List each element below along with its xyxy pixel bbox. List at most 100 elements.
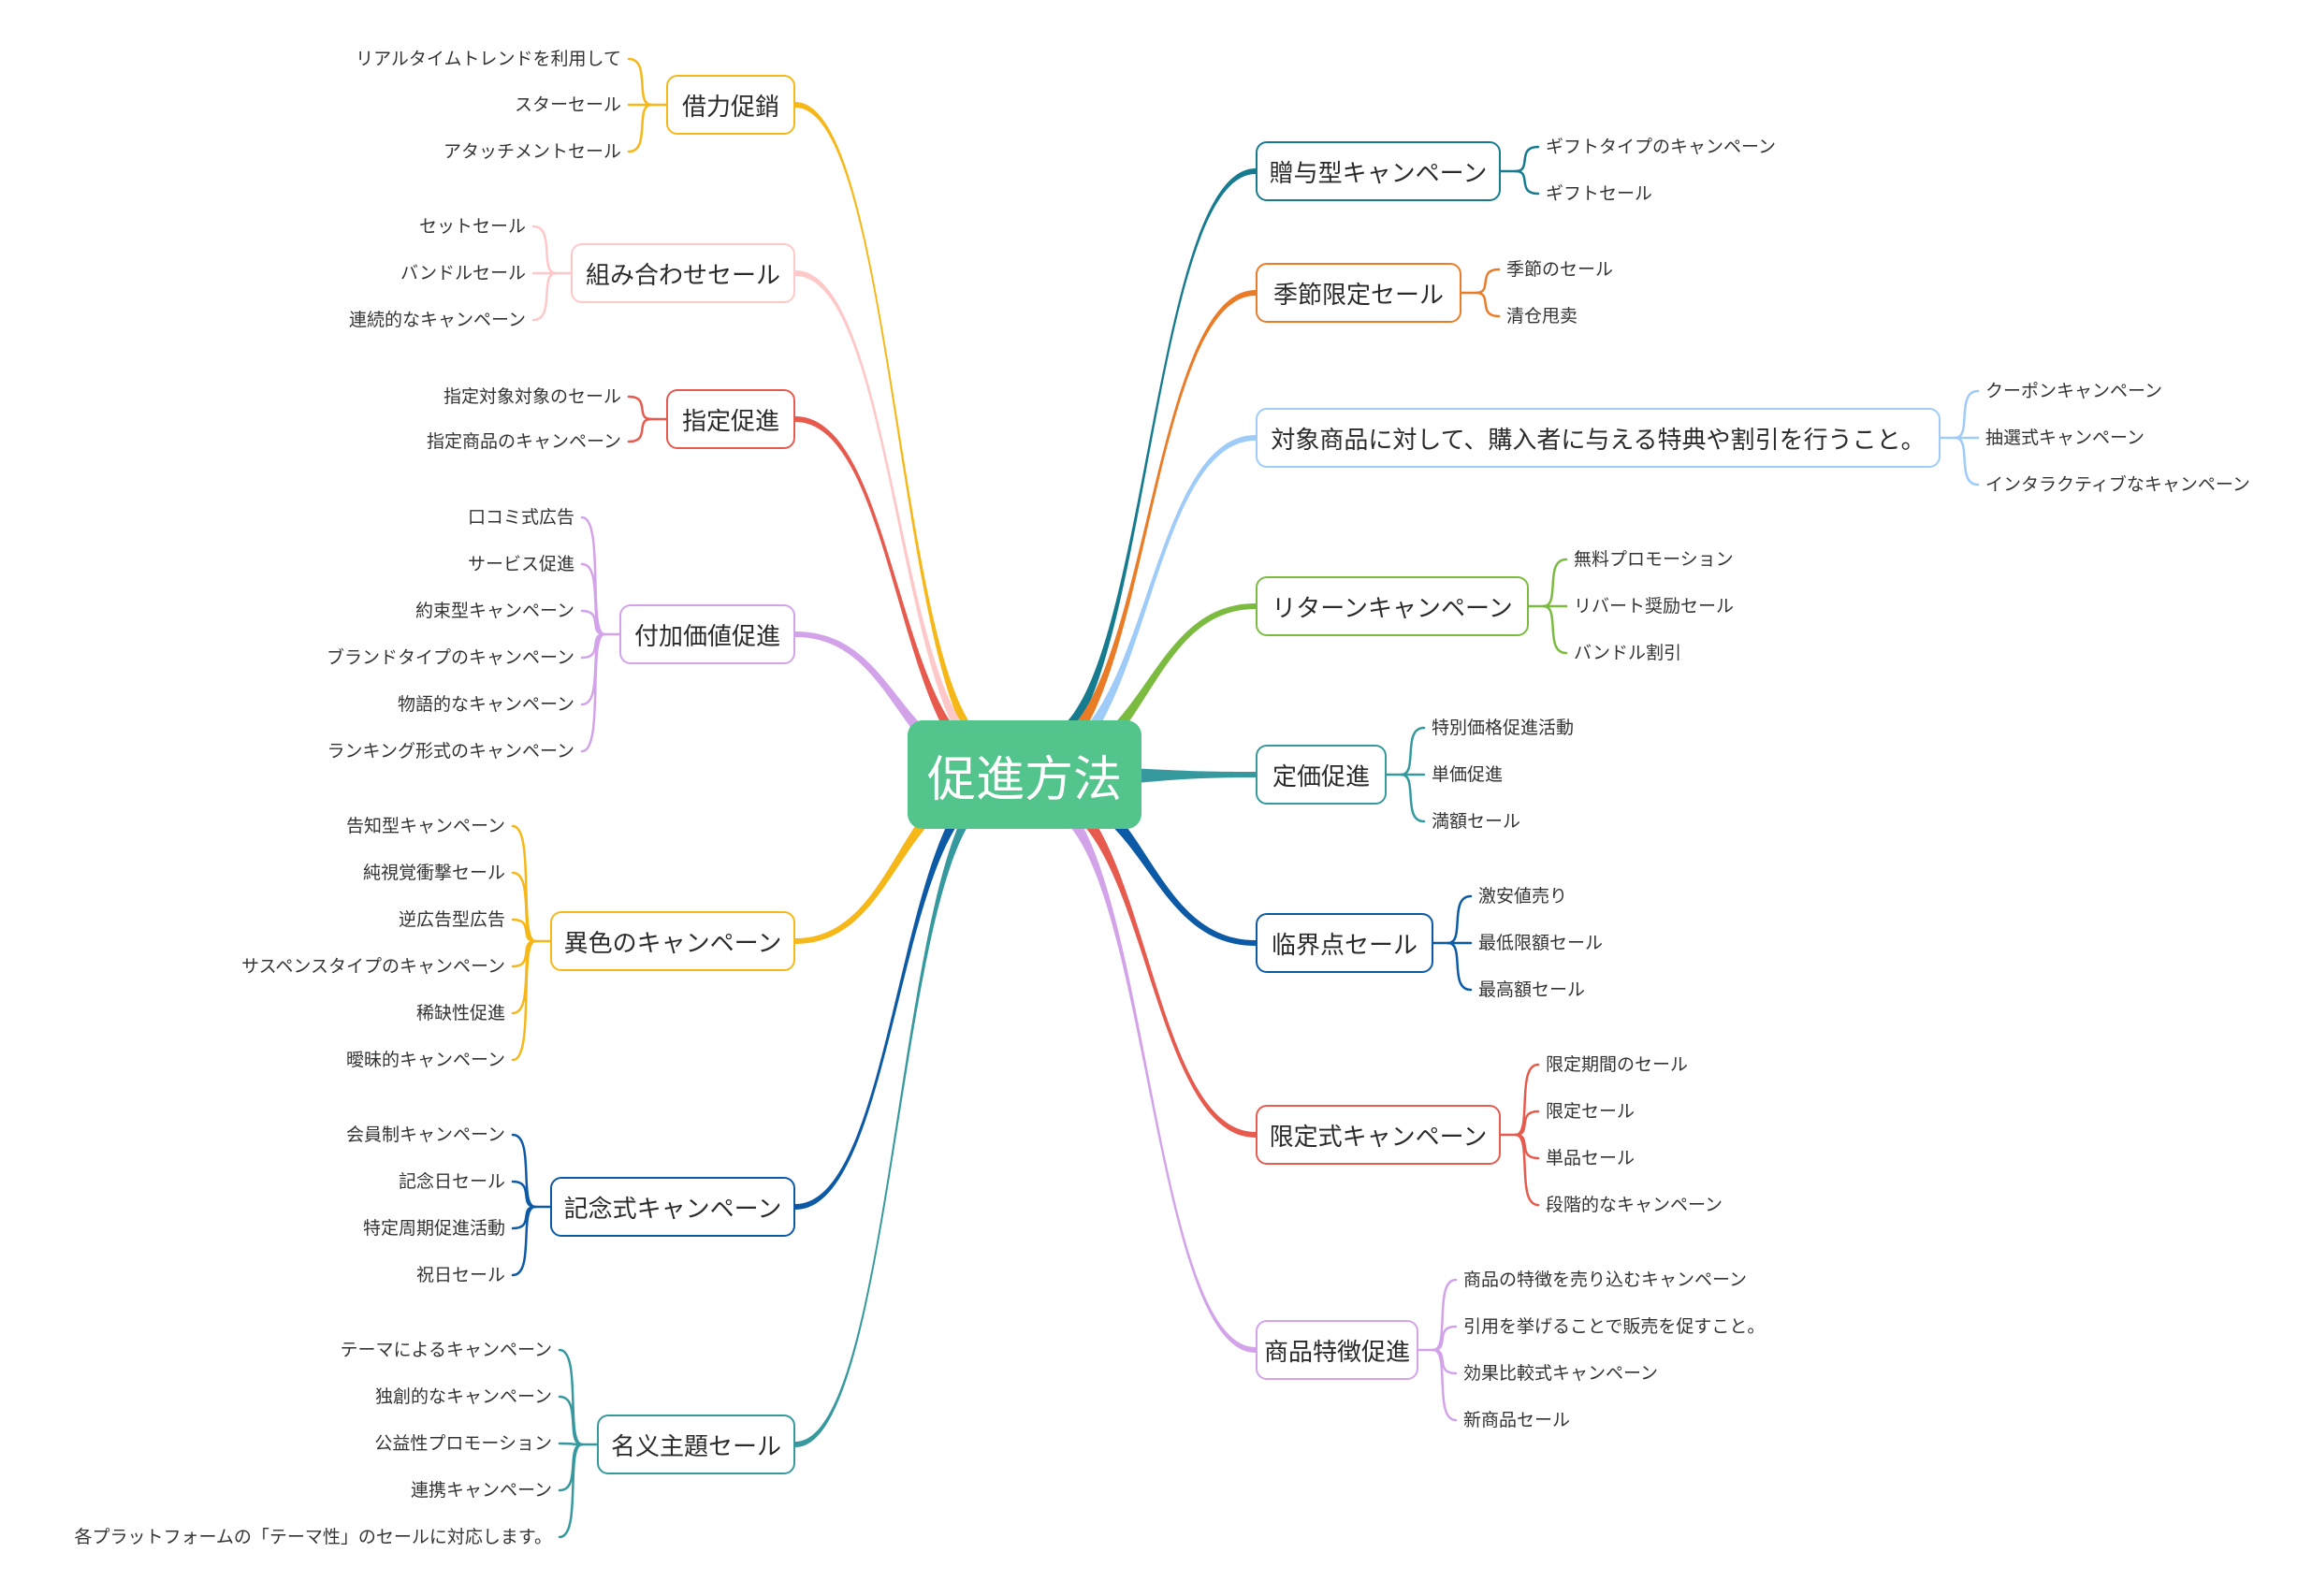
leaf-left-1-2[interactable]: 連続的なキャンペーン [348, 310, 526, 330]
branch-right-2[interactable]: 対象商品に対して、購入者に与える特典や割引を行うこと。 [1256, 408, 1941, 468]
root-topic[interactable]: 促進方法 [908, 720, 1141, 829]
leaf-left-5-1[interactable]: 記念日セール [398, 1171, 505, 1192]
root-topic-label: 促進方法 [926, 751, 1122, 808]
leaf-right-4-2[interactable]: 満額セール [1432, 811, 1521, 832]
branch-right-1[interactable]: 季節限定セール [1256, 263, 1461, 323]
leaf-left-3-1[interactable]: サービス促進 [467, 554, 574, 574]
branch-left-4[interactable]: 異色のキャンペーン [550, 911, 795, 971]
branch-left-1[interactable]: 組み合わせセール [571, 243, 795, 303]
branch-left-3[interactable]: 付加価値促進 [619, 604, 795, 664]
leaf-left-6-4[interactable]: 各プラットフォームの「テーマ性」のセールに対応します。 [74, 1527, 552, 1547]
leaf-right-1-1[interactable]: 清仓甩卖 [1506, 306, 1578, 326]
leaf-left-6-2[interactable]: 公益性プロモーション [374, 1433, 552, 1454]
leaf-left-2-0[interactable]: 指定対象対象のセール [443, 386, 621, 407]
branch-left-0[interactable]: 借力促銷 [666, 75, 795, 135]
leaf-right-4-0[interactable]: 特別価格促進活動 [1432, 718, 1575, 738]
leaf-left-3-2[interactable]: 約束型キャンペーン [414, 601, 574, 621]
leaf-right-6-1[interactable]: 限定セール [1546, 1101, 1636, 1122]
leaf-right-2-2[interactable]: インタラクティブなキャンペーン [1985, 474, 2250, 495]
leaf-connector [1432, 1278, 1458, 1352]
leaf-connector [558, 1348, 584, 1446]
branch-left-6[interactable]: 名义主題セール [597, 1415, 795, 1474]
connector-right-2 [1039, 435, 1256, 772]
connector-left-2 [795, 416, 1001, 777]
leaf-right-1-0[interactable]: 季節のセール [1506, 259, 1614, 280]
leaf-connector [1400, 773, 1426, 823]
leaf-left-5-2[interactable]: 特定周期促進活動 [362, 1218, 505, 1239]
leaf-left-2-1[interactable]: 指定商品のキャンペーン [426, 431, 621, 452]
leaf-left-6-3[interactable]: 連携キャンペーン [410, 1480, 552, 1501]
leaf-left-0-0[interactable]: リアルタイムトレンドを利用して [356, 49, 621, 69]
leaf-right-2-0[interactable]: クーポンキャンペーン [1985, 381, 2163, 401]
leaf-right-0-0[interactable]: ギフトタイプのキャンペーン [1546, 137, 1777, 157]
leaf-connector [511, 1205, 537, 1230]
branch-right-7[interactable]: 商品特徴促進 [1256, 1320, 1418, 1380]
leaf-left-6-0[interactable]: テーマによるキャンペーン [340, 1340, 552, 1360]
leaf-right-7-2[interactable]: 効果比較式キャンペーン [1463, 1363, 1659, 1384]
leaf-connector [627, 57, 653, 107]
leaf-left-4-4[interactable]: 稀缺性促進 [415, 1003, 505, 1023]
leaf-left-1-1[interactable]: バンドルセール [400, 263, 526, 283]
leaf-right-2-1[interactable]: 抽選式キャンペーン [1985, 428, 2145, 448]
leaf-left-0-1[interactable]: スターセール [514, 94, 621, 115]
leaf-left-3-4[interactable]: 物語的なキャンペーン [397, 694, 574, 715]
leaf-left-3-5[interactable]: ランキング形式のキャンペーン [327, 741, 574, 762]
leaf-connector [531, 225, 558, 275]
leaf-connector [580, 632, 606, 706]
leaf-right-4-1[interactable]: 単価促進 [1432, 764, 1504, 785]
leaf-left-4-1[interactable]: 純視覚衝撃セール [362, 863, 505, 883]
leaf-left-1-0[interactable]: セットセール [418, 216, 526, 237]
leaf-left-6-1[interactable]: 独創的なキャンペーン [374, 1386, 552, 1407]
leaf-connector [511, 1133, 537, 1209]
leaf-right-7-0[interactable]: 商品の特徴を売り込むキャンペーン [1463, 1270, 1748, 1290]
leaf-right-3-1[interactable]: リバート奨励セール [1574, 596, 1735, 617]
connector-left-0 [795, 102, 1001, 766]
connector-right-0 [1039, 168, 1256, 757]
leaf-left-4-5[interactable]: 曖昧的キャンペーン [345, 1050, 505, 1070]
branch-right-4[interactable]: 定価促進 [1256, 745, 1387, 805]
connector-left-5 [795, 774, 1001, 1210]
leaf-right-0-1[interactable]: ギフトセール [1546, 183, 1653, 204]
leaf-right-3-0[interactable]: 無料プロモーション [1574, 549, 1734, 570]
leaf-left-4-2[interactable]: 逆広告型広告 [398, 909, 505, 930]
leaf-connector [1432, 1325, 1458, 1352]
leaf-right-5-0[interactable]: 激安値売り [1478, 886, 1568, 907]
leaf-right-7-1[interactable]: 引用を挙げることで販売を促すこと。 [1463, 1316, 1766, 1337]
branch-left-2[interactable]: 指定促進 [666, 389, 795, 449]
leaf-right-6-3[interactable]: 段階的なキャンペーン [1546, 1195, 1723, 1215]
leaf-right-7-3[interactable]: 新商品セール [1463, 1410, 1571, 1430]
connector-left-4 [795, 768, 1001, 944]
leaf-connector [580, 562, 606, 636]
leaf-left-0-2[interactable]: アタッチメントセール [443, 141, 621, 162]
branch-right-0[interactable]: 贈与型キャンペーン [1256, 141, 1501, 201]
leaf-right-6-0[interactable]: 限定期間のセール [1546, 1054, 1689, 1075]
leaf-connector [1954, 436, 1980, 486]
leaf-connector [1432, 1348, 1458, 1375]
leaf-right-6-2[interactable]: 単品セール [1546, 1148, 1636, 1168]
leaf-left-4-0[interactable]: 告知型キャンペーン [345, 816, 505, 836]
connector-right-5 [1039, 774, 1256, 946]
branch-right-7-label: 商品特徴促進 [1263, 1338, 1410, 1367]
leaf-left-5-3[interactable]: 祝日セール [415, 1265, 505, 1285]
branch-right-5[interactable]: 临界点セール [1256, 913, 1433, 973]
connector-right-7 [1039, 789, 1256, 1353]
branch-right-3-label: リターンキャンペーン [1272, 594, 1513, 623]
leaf-right-3-2[interactable]: バンドル割引 [1574, 643, 1681, 663]
leaf-connector [1514, 1063, 1540, 1137]
leaf-connector [1447, 894, 1473, 945]
leaf-left-3-3[interactable]: ブランドタイプのキャンペーン [326, 647, 574, 668]
branch-left-5[interactable]: 記念式キャンペーン [550, 1177, 795, 1237]
leaf-connector [558, 1443, 584, 1539]
branch-left-3-label: 付加価値促進 [633, 622, 780, 651]
branch-left-1-label: 組み合わせセール [585, 261, 780, 290]
leaf-left-3-0[interactable]: 口コミ式広告 [467, 507, 574, 528]
connector-left-3 [795, 631, 1001, 783]
leaf-right-5-1[interactable]: 最低限額セール [1478, 933, 1604, 953]
leaf-left-5-0[interactable]: 会員制キャンペーン [345, 1124, 505, 1145]
leaf-left-4-3[interactable]: サスペンスタイプのキャンペーン [241, 956, 505, 977]
branch-right-3[interactable]: リターンキャンペーン [1256, 576, 1529, 636]
leaf-right-5-2[interactable]: 最高額セール [1478, 979, 1586, 1000]
branch-right-6[interactable]: 限定式キャンペーン [1256, 1105, 1501, 1165]
leaf-connector [1514, 169, 1540, 196]
